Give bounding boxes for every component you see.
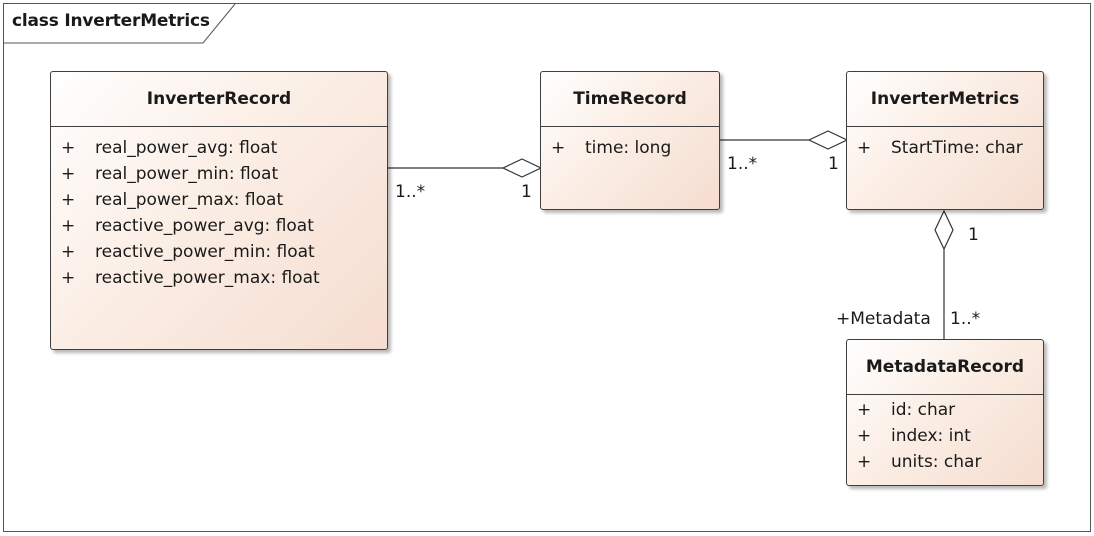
diagram-frame	[3, 3, 1091, 532]
visibility-marker: +	[551, 138, 566, 158]
attribute-row: + time: long	[541, 135, 719, 161]
visibility-marker: +	[61, 216, 76, 236]
visibility-marker: +	[61, 268, 76, 288]
multiplicity-label: 1..*	[395, 182, 426, 202]
frame-title-tab	[3, 3, 236, 44]
aggregation-diamond-metrics-bottom	[934, 209, 954, 251]
visibility-marker: +	[61, 190, 76, 210]
attribute-text: StartTime: char	[891, 138, 1023, 158]
visibility-marker: +	[857, 400, 872, 420]
attribute-text: id: char	[891, 400, 956, 420]
attribute-text: index: int	[891, 426, 971, 446]
multiplicity-label: 1	[828, 154, 839, 174]
attribute-row: + StartTime: char	[847, 135, 1043, 161]
role-label: +Metadata	[836, 309, 931, 329]
visibility-marker: +	[857, 452, 872, 472]
attribute-text: real_power_avg: float	[95, 138, 278, 158]
attribute-text: reactive_power_max: float	[95, 268, 320, 288]
class-name: TimeRecord	[541, 72, 719, 127]
class-metadata-record[interactable]: MetadataRecord + id: char + index: int + un…	[846, 339, 1044, 486]
frame-title: class InverterMetrics	[12, 11, 210, 31]
attribute-row: + reactive_power_min: float	[51, 239, 387, 265]
class-name: InverterMetrics	[847, 72, 1043, 127]
attribute-list: + StartTime: char	[847, 127, 1043, 161]
multiplicity-label: 1	[521, 182, 532, 202]
attribute-text: units: char	[891, 452, 982, 472]
attribute-row: + real_power_min: float	[51, 161, 387, 187]
class-inverter-record[interactable]: InverterRecord + real_power_avg: float + r…	[50, 71, 388, 350]
attribute-list: + real_power_avg: float + real_power_min: …	[51, 127, 387, 291]
attribute-text: real_power_min: float	[95, 164, 279, 184]
multiplicity-label: 1	[968, 225, 979, 245]
multiplicity-label: 1..*	[727, 154, 758, 174]
attribute-row: + real_power_max: float	[51, 187, 387, 213]
visibility-marker: +	[61, 242, 76, 262]
visibility-marker: +	[857, 426, 872, 446]
class-name: MetadataRecord	[847, 340, 1043, 395]
attribute-row: + reactive_power_avg: float	[51, 213, 387, 239]
visibility-marker: +	[857, 138, 872, 158]
aggregation-diamond-metrics	[807, 130, 849, 150]
attribute-text: time: long	[585, 138, 672, 158]
attribute-text: reactive_power_min: float	[95, 242, 315, 262]
multiplicity-label: 1..*	[950, 309, 981, 329]
attribute-row: + index: int	[847, 423, 1043, 449]
attribute-row: + units: char	[847, 449, 1043, 475]
class-time-record[interactable]: TimeRecord + time: long	[540, 71, 720, 210]
attribute-row: + id: char	[847, 397, 1043, 423]
visibility-marker: +	[61, 138, 76, 158]
attribute-text: real_power_max: float	[95, 190, 284, 210]
aggregation-diamond-time	[501, 158, 543, 178]
attribute-row: + reactive_power_max: float	[51, 265, 387, 291]
attribute-row: + real_power_avg: float	[51, 135, 387, 161]
class-inverter-metrics[interactable]: InverterMetrics + StartTime: char	[846, 71, 1044, 210]
class-name: InverterRecord	[51, 72, 387, 127]
attribute-list: + id: char + index: int + units: char	[847, 395, 1043, 475]
attribute-list: + time: long	[541, 127, 719, 161]
visibility-marker: +	[61, 164, 76, 184]
attribute-text: reactive_power_avg: float	[95, 216, 314, 236]
